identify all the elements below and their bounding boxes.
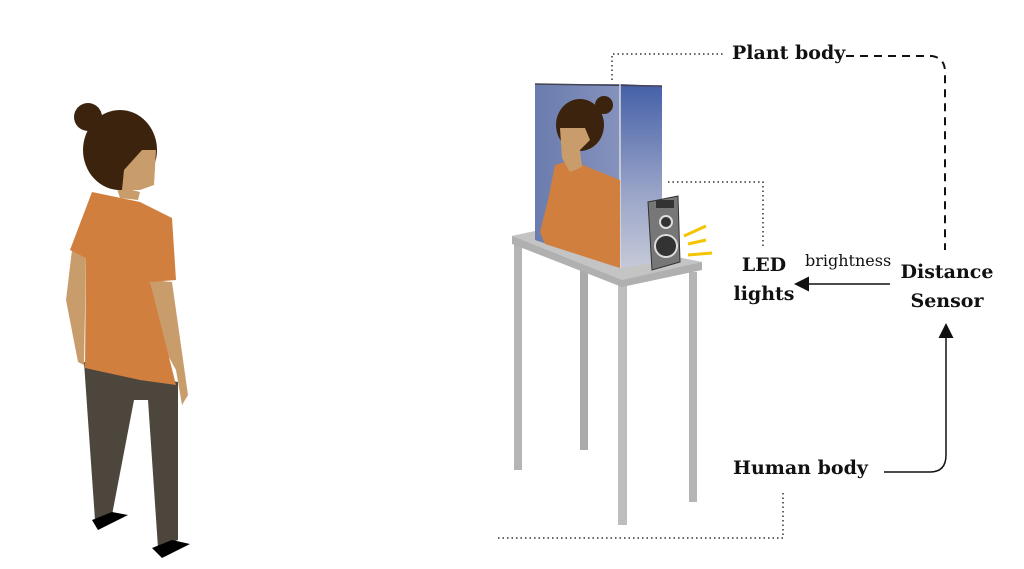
led-label-line1: LED bbox=[741, 254, 787, 276]
arm-left bbox=[66, 250, 86, 365]
reflection-shirt bbox=[540, 160, 620, 268]
led-connector bbox=[668, 181, 764, 246]
plant-to-sensor-dashed-line bbox=[846, 55, 946, 250]
sound-flash-icon bbox=[683, 224, 713, 257]
hair-bun bbox=[74, 103, 102, 131]
plant-body-connector bbox=[611, 53, 724, 80]
shoe-left bbox=[92, 512, 128, 530]
shoe-right bbox=[152, 540, 190, 558]
sensor-label-line2: Sensor bbox=[910, 290, 984, 312]
brightness-label: brightness bbox=[805, 251, 892, 270]
table bbox=[512, 230, 702, 525]
led-lights-label: LED lights bbox=[733, 251, 795, 309]
pants bbox=[84, 362, 178, 548]
face bbox=[122, 150, 156, 190]
led-label-line2: lights bbox=[733, 283, 795, 305]
plant-display-case bbox=[534, 83, 663, 268]
human-figure bbox=[66, 103, 190, 558]
human-body-label: Human body bbox=[733, 457, 868, 479]
arm-right bbox=[150, 280, 188, 405]
human-body-connector bbox=[498, 490, 784, 539]
sensor-label-line1: Distance bbox=[900, 261, 994, 283]
speaker-icon bbox=[647, 195, 713, 271]
human-to-sensor-arrow bbox=[884, 323, 954, 473]
reflection-face bbox=[560, 128, 590, 172]
plant-body-label: Plant body bbox=[732, 42, 846, 64]
distance-sensor-label: Distance Sensor bbox=[897, 258, 997, 316]
shirt bbox=[70, 192, 176, 385]
